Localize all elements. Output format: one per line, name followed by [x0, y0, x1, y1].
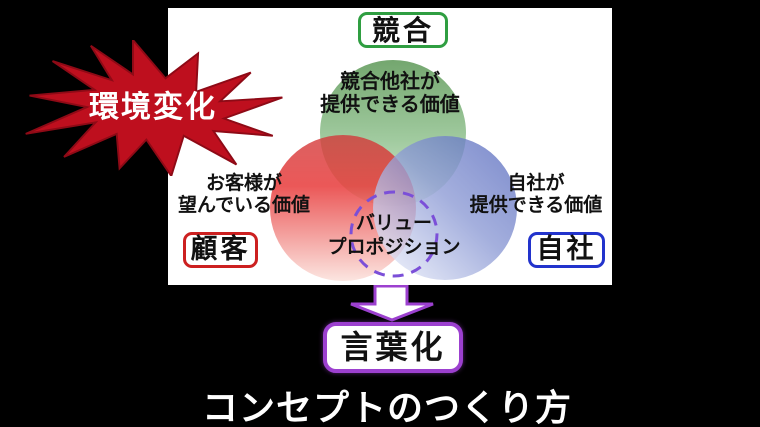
company-value-line2: 提供できる価値: [469, 194, 603, 216]
value-proposition-dashed-circle: [349, 190, 439, 278]
customer-value-text: お客様が 望んでいる価値: [169, 172, 319, 216]
company-value-line1: 自社が: [507, 172, 565, 194]
competitor-tag: 競合: [358, 12, 448, 48]
value-proposition-line2: プロポジション: [327, 236, 461, 258]
slide-title: コンセプトのつくり方: [201, 387, 572, 427]
customer-circle: [270, 135, 416, 281]
down-arrow-icon: [350, 285, 434, 322]
company-tag: 自社: [528, 232, 605, 268]
customer-tag: 顧客: [183, 232, 258, 268]
value-proposition-line1: バリュー: [355, 212, 432, 234]
starburst-label: 環境変化: [89, 90, 217, 125]
value-proposition-text: バリュー プロポジション: [324, 211, 464, 259]
customer-value-line1: お客様が: [205, 172, 282, 194]
competitor-value-line1: 競合他社が: [340, 69, 440, 93]
down-arrow-shape: [350, 285, 434, 322]
company-value-text: 自社が 提供できる価値: [461, 172, 611, 216]
competitor-value-text: 競合他社が 提供できる価値: [290, 70, 490, 116]
verbalization-box: 言葉化: [323, 322, 463, 373]
starburst-shape: [25, 40, 283, 176]
venn-diagram: [270, 60, 517, 281]
customer-value-line2: 望んでいる価値: [177, 194, 311, 216]
starburst: [25, 40, 283, 176]
company-circle: [373, 136, 517, 280]
competitor-value-line2: 提供できる価値: [320, 92, 460, 116]
venn-panel: 競合他社が 提供できる価値 お客様が 望んでいる価値 自社が 提供できる価値 バ…: [168, 8, 612, 285]
